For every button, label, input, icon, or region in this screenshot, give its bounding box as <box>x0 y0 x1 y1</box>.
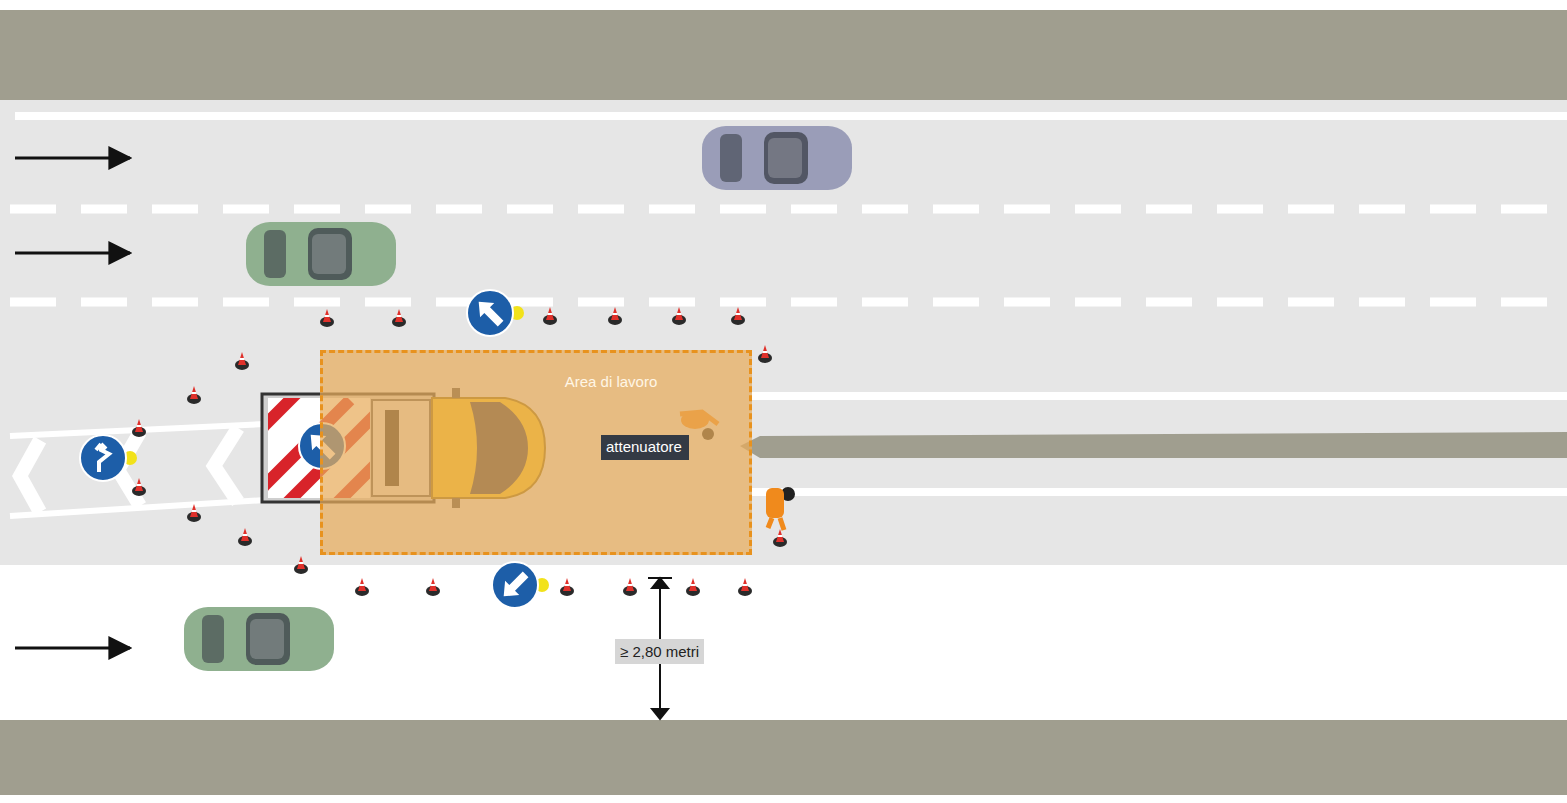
edge-line <box>752 488 1567 496</box>
verge <box>0 720 1567 795</box>
traffic-cone <box>187 386 201 404</box>
traffic-cone <box>238 528 252 546</box>
traffic-sign <box>80 435 137 481</box>
work-area: Area di lavoro attenuatore <box>320 350 752 555</box>
chevron-area <box>10 424 265 516</box>
traffic-cone <box>608 307 622 325</box>
traffic-cone <box>543 307 557 325</box>
attenuator-tag: attenuatore <box>601 435 689 460</box>
verge <box>0 10 1567 100</box>
traffic-cone <box>355 578 369 596</box>
traffic-cone <box>738 578 752 596</box>
traffic-cone <box>426 578 440 596</box>
edge-line <box>752 392 1567 400</box>
traffic-sign <box>492 562 549 608</box>
area-title: Area di lavoro <box>323 373 749 390</box>
traffic-cone <box>187 504 201 522</box>
traffic-sign <box>467 290 524 336</box>
traffic-cone <box>294 556 308 574</box>
worker <box>766 487 795 530</box>
attenuator-label: attenuatore <box>606 438 684 455</box>
car <box>702 126 852 190</box>
traffic-cone <box>320 309 334 327</box>
car <box>246 222 396 286</box>
carriageway <box>0 100 1567 565</box>
dimension-label: ≥ 2,80 metri <box>615 639 704 664</box>
traffic-cone <box>392 309 406 327</box>
traffic-cone <box>773 529 787 547</box>
median-barrier <box>740 432 1567 458</box>
cone-group <box>132 307 787 596</box>
traffic-cone <box>758 345 772 363</box>
traffic-cone <box>132 478 146 496</box>
traffic-cone <box>686 578 700 596</box>
traffic-cone <box>132 419 146 437</box>
lane-line <box>10 205 1567 214</box>
direction-arrow <box>15 158 130 648</box>
traffic-cone <box>672 307 686 325</box>
traffic-cone <box>731 307 745 325</box>
shoulder-lane <box>0 565 1567 720</box>
edge-line <box>15 112 1567 120</box>
traffic-cone <box>235 352 249 370</box>
traffic-cone <box>560 578 574 596</box>
lane-line <box>10 298 1567 307</box>
car <box>184 607 334 671</box>
traffic-cone <box>623 578 637 596</box>
